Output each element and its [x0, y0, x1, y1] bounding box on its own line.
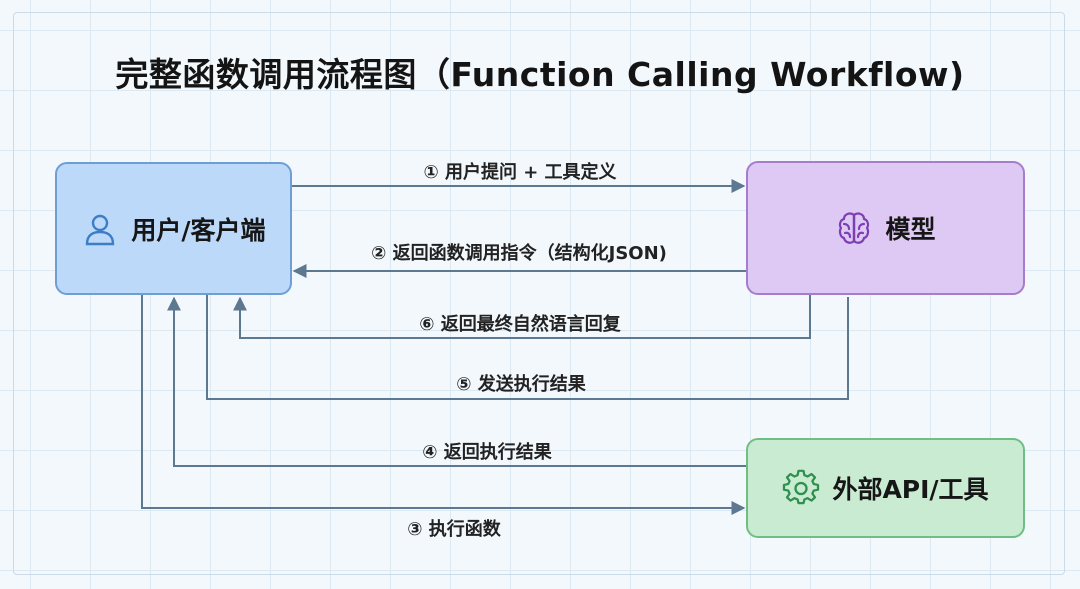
edge-3-arrow — [141, 295, 746, 515]
model-node: 模型 — [746, 161, 1025, 295]
edge-6-label: ⑥ 返回最终自然语言回复 — [419, 314, 621, 335]
edge-6-arrow — [233, 295, 811, 339]
edge-4-arrow — [167, 296, 746, 467]
brain-icon — [835, 209, 873, 247]
external-api-tool-label: 外部API/工具 — [832, 475, 989, 504]
edge-4-label: ④ 返回执行结果 — [422, 442, 552, 463]
edge-5-arrow — [206, 295, 849, 400]
edge-2-label: ② 返回函数调用指令（结构化JSON) — [371, 243, 667, 264]
user-client-node: 用户/客户端 — [55, 162, 292, 295]
external-api-tool-node: 外部API/工具 — [746, 438, 1025, 538]
user-icon — [81, 210, 119, 248]
edge-1-label: ① 用户提问 + 工具定义 — [423, 162, 617, 183]
gear-icon — [782, 469, 820, 507]
diagram-frame — [13, 12, 1065, 575]
edge-5-label: ⑤ 发送执行结果 — [456, 374, 586, 395]
model-label: 模型 — [885, 215, 936, 244]
diagram-title: 完整函数调用流程图（Function Calling Workflow) — [115, 55, 965, 94]
user-client-label: 用户/客户端 — [131, 215, 266, 245]
edge-3-label: ③ 执行函数 — [407, 519, 501, 540]
